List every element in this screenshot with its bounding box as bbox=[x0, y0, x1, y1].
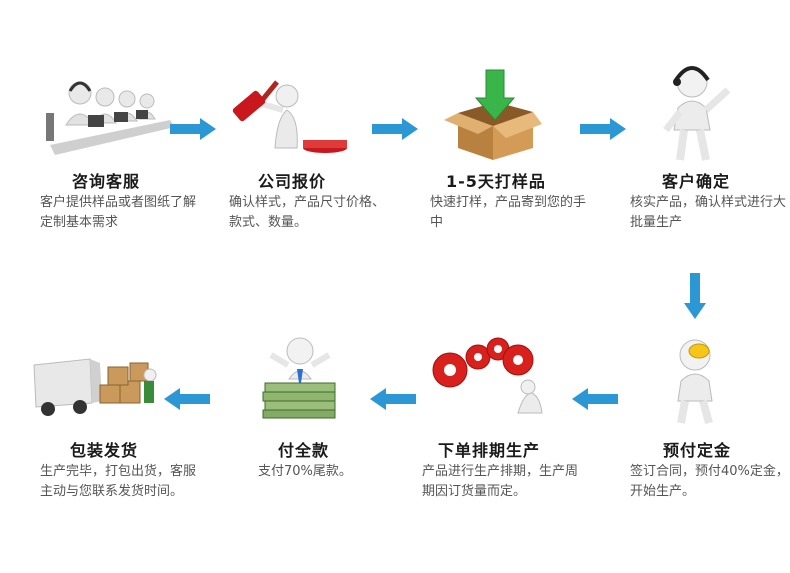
step-description: 核实产品，确认样式进行大批量生产 bbox=[630, 195, 787, 230]
step-title: 下单排期生产 bbox=[438, 441, 541, 460]
step-description: 快速打样，产品寄到您的手中 bbox=[430, 195, 587, 230]
step-description: 客户提供样品或者图纸了解定制基本需求 bbox=[40, 195, 197, 230]
step-title: 客户确定 bbox=[662, 172, 731, 191]
step-description: 产品进行生产排期，生产周期因订货量而定。 bbox=[422, 464, 579, 499]
step-description: 签订合同，预付40%定金，开始生产。 bbox=[630, 464, 789, 499]
step-title: 预付定金 bbox=[663, 441, 732, 460]
arrow-right-icon bbox=[372, 118, 420, 140]
step-description: 确认样式，产品尺寸价格、款式、数量。 bbox=[229, 195, 386, 230]
step-title: 包装发货 bbox=[70, 441, 139, 460]
step-title: 1-5天打样品 bbox=[446, 172, 546, 191]
gears-icon bbox=[428, 335, 568, 445]
box-icon bbox=[438, 68, 578, 178]
arrow-right-icon bbox=[580, 118, 628, 140]
headset-person-icon bbox=[640, 60, 780, 170]
step-description: 支付70%尾款。 bbox=[258, 464, 352, 479]
arrow-down-icon bbox=[684, 273, 706, 321]
delivery-truck-icon bbox=[30, 345, 170, 455]
step-title: 公司报价 bbox=[258, 172, 327, 191]
gavel-icon bbox=[225, 68, 365, 178]
step-title: 咨询客服 bbox=[72, 172, 141, 191]
arrow-left-icon bbox=[368, 388, 416, 410]
step-title: 付全款 bbox=[278, 441, 330, 460]
step-description: 生产完毕，打包出货，客服主动与您联系发货时间。 bbox=[40, 464, 197, 499]
arrow-left-icon bbox=[162, 388, 210, 410]
customer-service-icon bbox=[40, 65, 180, 175]
money-stack-icon bbox=[255, 335, 395, 445]
coin-person-icon bbox=[655, 335, 790, 445]
arrow-right-icon bbox=[170, 118, 218, 140]
arrow-left-icon bbox=[570, 388, 618, 410]
